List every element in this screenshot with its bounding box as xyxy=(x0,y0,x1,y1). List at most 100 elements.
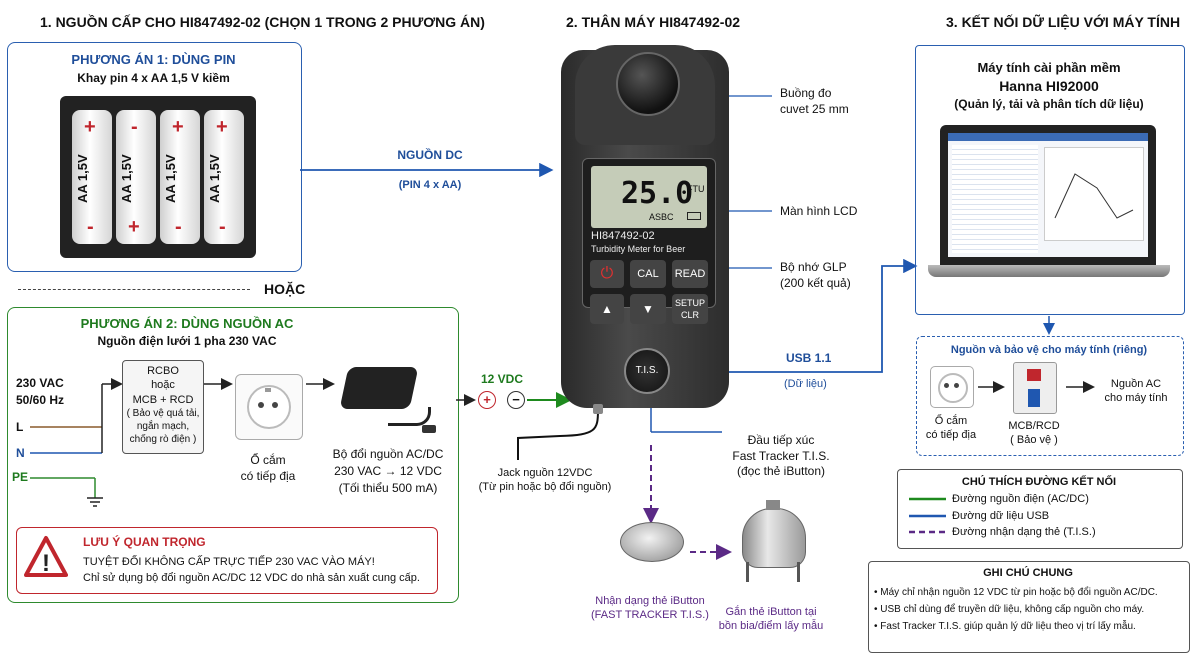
option-2-subtitle: Nguồn điện lưới 1 pha 230 VAC xyxy=(97,334,277,348)
ibutton-icon xyxy=(620,522,684,562)
notes-box xyxy=(868,561,1190,653)
down-button[interactable]: ▼ xyxy=(630,294,666,324)
computer-t3: (Quản lý, tải và phân tích dữ liệu) xyxy=(954,97,1144,111)
laptop-base xyxy=(928,265,1170,277)
legend-power: Đường nguồn điện (AC/DC) xyxy=(952,493,1089,505)
line-l-label: L xyxy=(16,420,24,434)
line-n-label: N xyxy=(16,446,25,460)
or-label: HOẶC xyxy=(264,281,306,297)
setup-clr-button[interactable]: SETUP CLR xyxy=(672,294,708,324)
warning-triangle-icon: ! xyxy=(24,535,68,584)
lcd-asbc: ASBC xyxy=(649,212,674,222)
usb-sub-label: (Dữ liệu) xyxy=(784,378,827,390)
or-divider xyxy=(18,289,250,290)
tank-label: Gắn thẻ iButton tại bồn bia/điểm lấy mẫu xyxy=(718,606,824,633)
battery-minus: - xyxy=(131,116,138,138)
rcbo-t1: RCBO xyxy=(147,365,179,377)
warning-box xyxy=(16,527,438,594)
adapter-t1: Bộ đổi nguồn AC/DC xyxy=(332,447,444,461)
meter-model: HI847492-02 xyxy=(591,230,655,242)
mcb-icon xyxy=(1013,362,1057,414)
legend-box xyxy=(897,469,1183,549)
laptop-screen xyxy=(948,133,1148,257)
rcbo-t3: MCB + RCD xyxy=(132,393,194,406)
lcd-screen: 25.0 FTU ASBC xyxy=(591,166,707,228)
cal-button[interactable]: CAL xyxy=(630,260,666,288)
mcb-label: MCB/RCD ( Bảo vệ ) xyxy=(1008,420,1060,447)
battery-minus: - xyxy=(219,216,226,238)
section-1-header: 1. NGUỒN CẤP CHO HI847492-02 (CHỌN 1 TRO… xyxy=(40,14,485,30)
pc-power-title: Nguồn và bảo vệ cho máy tính (riêng) xyxy=(950,344,1148,356)
battery-minus: - xyxy=(87,216,94,238)
cuvette-cap[interactable] xyxy=(616,52,680,116)
dc-link-title: NGUỒN DC xyxy=(397,148,463,162)
option-1-box xyxy=(7,42,302,272)
lcd-unit: FTU xyxy=(687,184,705,194)
option-1-subtitle: Khay pin 4 x AA 1,5 V kiềm xyxy=(77,71,230,85)
power-jack-icon xyxy=(593,404,603,414)
notes-title: GHI CHÚ CHUNG xyxy=(983,567,1073,579)
usb-label: USB 1.1 xyxy=(786,351,832,365)
read-button[interactable]: READ xyxy=(672,260,708,288)
battery-plus: + xyxy=(216,116,228,138)
legend-usb: Đường dữ liệu USB xyxy=(952,510,1050,522)
battery-cell-3: + AA 1,5V - xyxy=(160,110,200,244)
socket-label: Ổ cắm có tiếp địa xyxy=(240,453,296,483)
warning-title: LƯU Ý QUAN TRỌNG xyxy=(83,535,206,549)
socket-icon xyxy=(235,374,303,440)
minus-terminal-icon: − xyxy=(507,391,525,409)
battery-cell-4: + AA 1,5V - xyxy=(204,110,244,244)
usb-link-arrow xyxy=(668,258,918,373)
adapter-t3: (Tối thiểu 500 mA) xyxy=(338,481,438,495)
line-pe-label: PE xyxy=(12,470,29,484)
callout-tis-contact: Đầu tiếp xúc Fast Tracker T.I.S. (đọc th… xyxy=(732,433,830,479)
dc-link-sub: (PIN 4 x AA) xyxy=(398,179,462,191)
warning-line-2: Chỉ sử dụng bộ đổi nguồn AC/DC 12 VDC do… xyxy=(83,572,420,584)
callout-cuvette: Buồng đo cuvet 25 mm xyxy=(780,86,849,116)
note-3: • Fast Tracker T.I.S. giúp quản lý dữ li… xyxy=(874,621,1136,632)
battery-plus: + xyxy=(84,116,96,138)
battery-tray: + AA 1,5V - - AA 1,5V + + AA 1,5V - + AA… xyxy=(60,96,256,258)
battery-indicator-icon xyxy=(687,212,701,220)
option-1-title: PHƯƠNG ÁN 1: DÙNG PIN xyxy=(71,52,236,67)
computer-t1: Máy tính cài phần mềm xyxy=(977,60,1121,75)
computer-box xyxy=(915,45,1185,315)
pc-power-box xyxy=(916,336,1184,456)
legend-title: CHÚ THÍCH ĐƯỜNG KẾT NỐI xyxy=(961,476,1117,488)
note-2: • USB chỉ dùng để truyền dữ liệu, không … xyxy=(874,604,1145,615)
rcbo-box: RCBO hoặc MCB + RCD ( Bảo vệ quá tải, ng… xyxy=(122,360,204,454)
option-2-title: PHƯƠNG ÁN 2: DÙNG NGUỒN AC xyxy=(80,316,294,331)
adapter-t2: 230 VAC → 12 VDC xyxy=(334,464,442,478)
power-button[interactable]: ⏻ xyxy=(590,260,624,288)
jack-cable xyxy=(517,409,599,460)
section-2-header: 2. THÂN MÁY HI847492-02 xyxy=(566,14,741,30)
mains-label: 230 VAC 50/60 Hz xyxy=(16,376,65,407)
callout-glp: Bộ nhớ GLP (200 kết quả) xyxy=(780,260,851,290)
warning-line-1: TUYỆT ĐỐI KHÔNG CẤP TRỰC TIẾP 230 VAC VÀ… xyxy=(83,556,375,568)
pc-socket-label: Ổ cắm có tiếp địa xyxy=(925,415,977,442)
ibutton-label: Nhận dạng thẻ iButton (FAST TRACKER T.I.… xyxy=(591,595,709,622)
pc-ac-label: Nguồn AC cho máy tính xyxy=(1104,378,1168,405)
tank-icon xyxy=(738,500,808,584)
note-1: • Máy chỉ nhận nguồn 12 VDC từ pin hoặc … xyxy=(874,587,1158,598)
svg-text:!: ! xyxy=(42,550,50,577)
battery-cell-2: - AA 1,5V + xyxy=(116,110,156,244)
laptop-screen-bezel xyxy=(940,125,1156,265)
plus-terminal-icon: + xyxy=(478,391,496,409)
battery-plus: + xyxy=(128,216,140,238)
battery-cell-1: + AA 1,5V - xyxy=(72,110,112,244)
pc-socket-icon xyxy=(930,366,974,408)
legend-tis: Đường nhận dạng thẻ (T.I.S.) xyxy=(952,526,1096,538)
battery-minus: - xyxy=(175,216,182,238)
option-2-box xyxy=(7,307,459,603)
up-button[interactable]: ▲ xyxy=(590,294,624,324)
callout-lcd: Màn hình LCD xyxy=(780,204,858,218)
rcbo-t2: hoặc xyxy=(151,379,175,392)
meter-desc: Turbidity Meter for Beer xyxy=(591,244,686,254)
battery-plus: + xyxy=(172,116,184,138)
computer-t2: Hanna HI92000 xyxy=(999,78,1099,94)
vdc-label: 12 VDC xyxy=(481,372,524,386)
rcbo-t4: ( Bảo vệ quá tải, ngắn mạch, chống rò đi… xyxy=(126,407,200,445)
tis-contact[interactable]: T.I.S. xyxy=(624,348,670,394)
